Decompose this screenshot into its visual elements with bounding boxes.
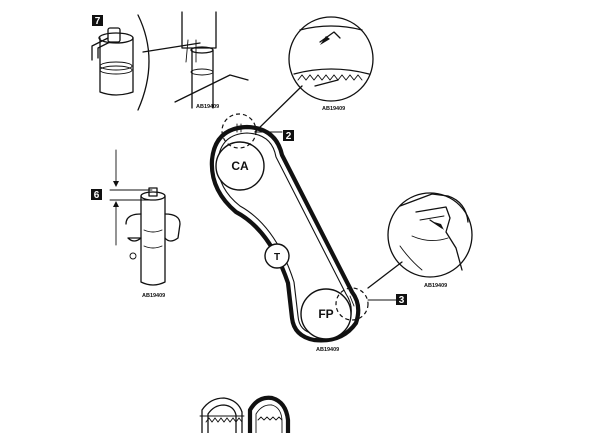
bottom-partial-gears [199, 395, 291, 433]
fuel-pump-pulley-label: FP [318, 307, 333, 321]
ref-code-main: AB19409 [316, 347, 339, 353]
detail-3-magnifier: AB19409 [367, 192, 473, 289]
ref-code-detail-7: AB19409 [196, 104, 219, 110]
ref-code-detail-6: AB19409 [142, 293, 165, 299]
ref-code-detail-2: AB19409 [322, 106, 345, 112]
detail-2-magnifier: AB19409 [254, 16, 374, 133]
camshaft-pulley-label: CA [231, 159, 249, 173]
callout-6-label: 6 [94, 190, 100, 201]
callout-2-label: 2 [286, 131, 292, 142]
callout-3-label: 3 [399, 295, 405, 306]
timing-belt-layout: CA T FP 2 3 AB19409 [209, 113, 407, 353]
detail-7-pin-tool: 7 AB19409 [91, 11, 249, 111]
callout-7-label: 7 [95, 16, 101, 27]
detail-6-tensioner-measure: 6 AB19409 [91, 149, 181, 299]
inspection-circle-camshaft [221, 113, 257, 149]
inspection-circle-fuel-pump [335, 287, 369, 321]
ref-code-detail-3: AB19409 [424, 283, 447, 289]
tensioner-pulley-label: T [274, 252, 280, 263]
